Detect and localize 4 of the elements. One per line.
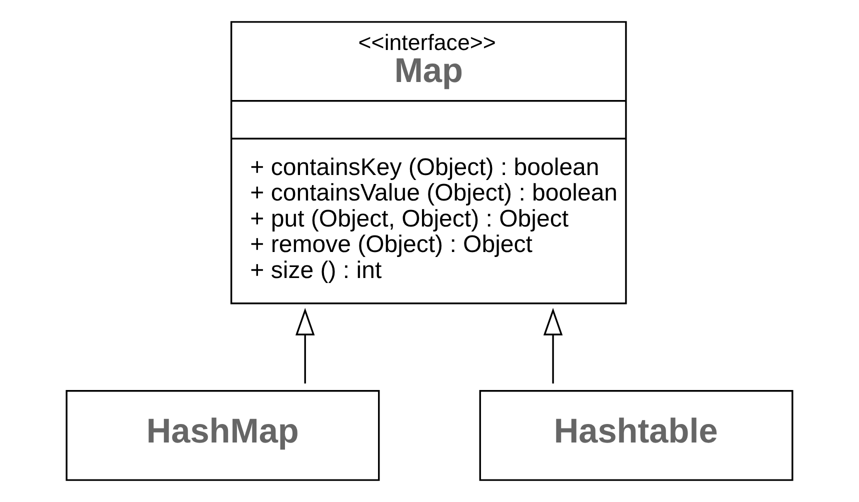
node-box: Hashtable bbox=[479, 390, 794, 481]
arrow bbox=[295, 308, 315, 384]
node-box: HashMap bbox=[66, 390, 380, 481]
arrow bbox=[543, 308, 563, 384]
